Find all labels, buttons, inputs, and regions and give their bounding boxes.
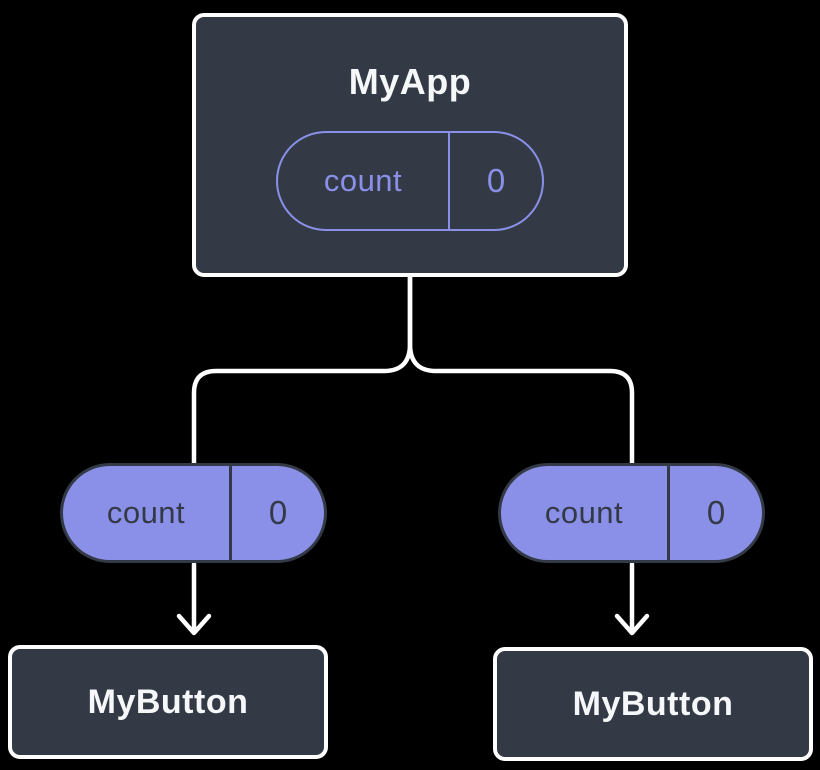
prop-name: count <box>106 495 186 530</box>
arrow-right <box>614 561 650 636</box>
arrow-left <box>176 561 212 636</box>
prop-pill-right-value-cell: 0 <box>670 466 762 560</box>
prop-value: 0 <box>268 494 288 531</box>
node-mybutton-left: MyButton <box>8 645 328 759</box>
node-mybutton-left-title: MyButton <box>87 682 249 721</box>
state-name: count <box>323 163 403 198</box>
node-mybutton-right: MyButton <box>493 647 813 761</box>
state-value: 0 <box>486 162 506 199</box>
node-mybutton-right-title: MyButton <box>572 684 734 723</box>
connector-root-to-left-pill <box>191 270 413 469</box>
node-myapp-title: MyApp <box>348 61 472 102</box>
state-pill-root: count 0 <box>276 131 544 231</box>
prop-pill-left: count 0 <box>60 463 327 563</box>
prop-value: 0 <box>706 494 726 531</box>
node-myapp: MyApp count 0 <box>192 13 628 277</box>
prop-name: count <box>544 495 624 530</box>
prop-pill-left-label-cell: count <box>63 466 232 560</box>
connector-root-to-right-pill <box>407 270 635 469</box>
arrowhead-left-icon <box>176 613 212 636</box>
state-pill-root-value-cell: 0 <box>450 133 542 229</box>
prop-pill-right: count 0 <box>498 463 765 563</box>
state-pill-root-label-cell: count <box>278 133 450 229</box>
arrowhead-right-icon <box>614 613 650 636</box>
prop-pill-left-value-cell: 0 <box>232 466 324 560</box>
prop-pill-right-label-cell: count <box>501 466 670 560</box>
